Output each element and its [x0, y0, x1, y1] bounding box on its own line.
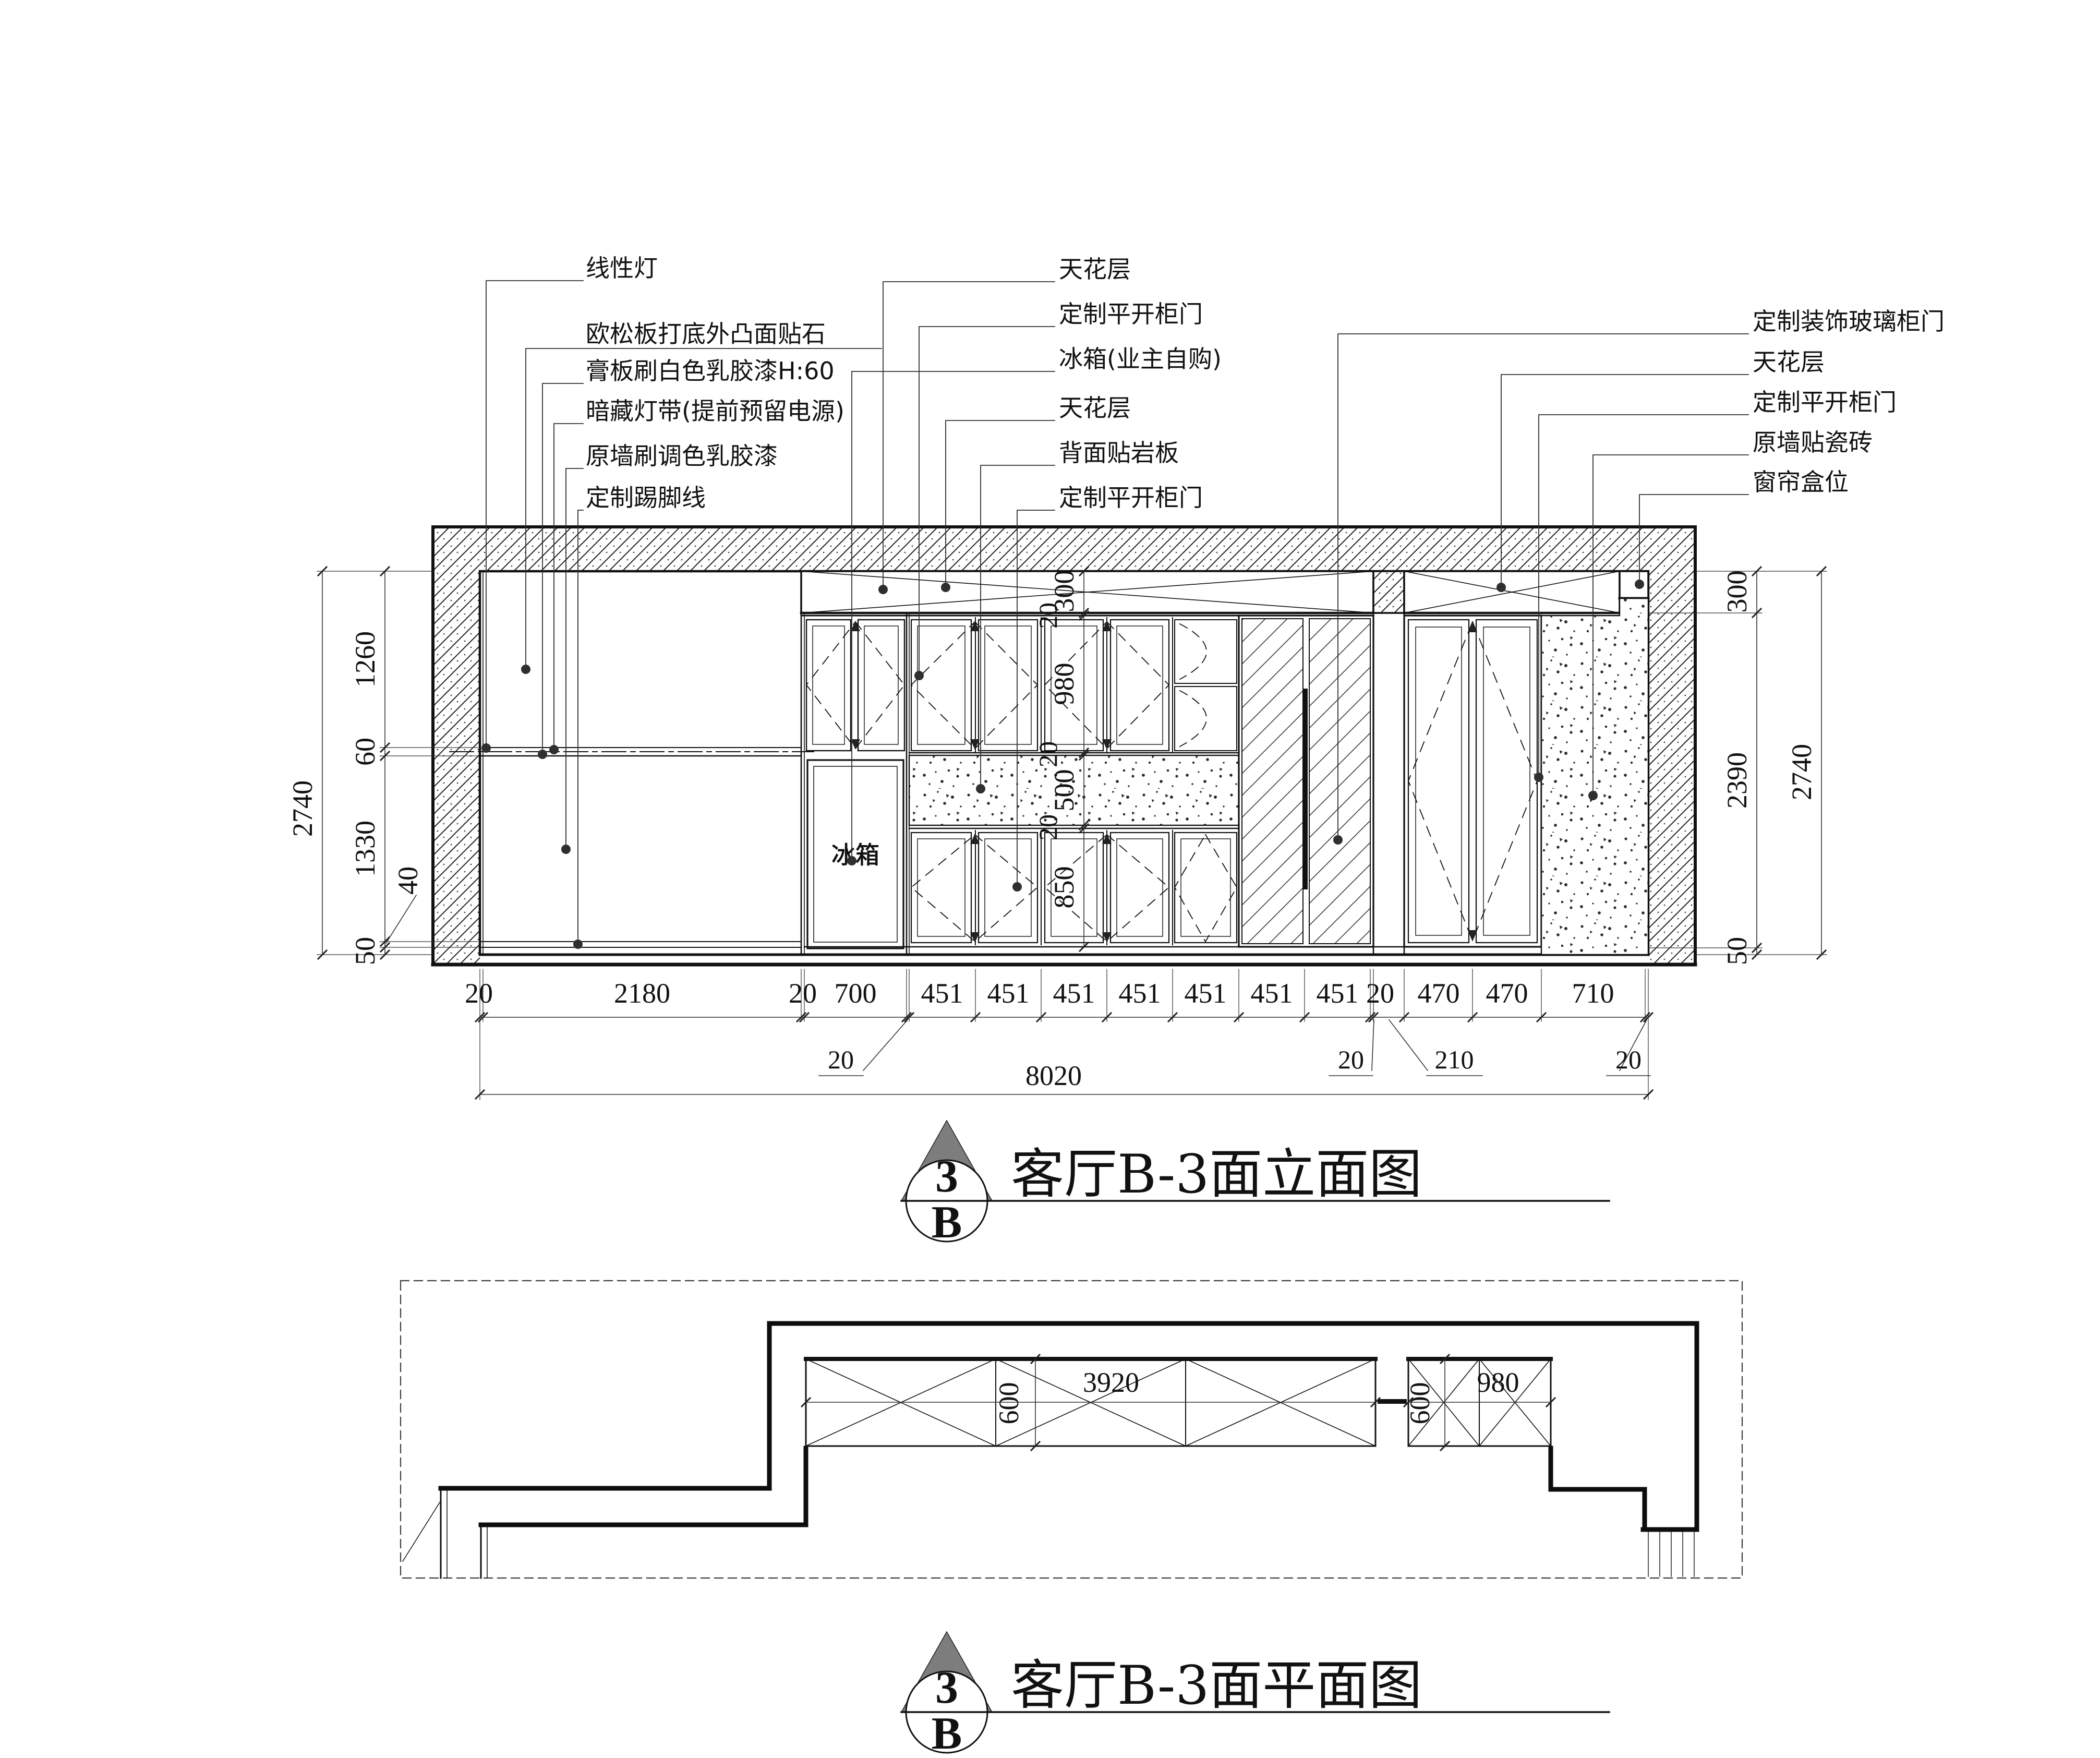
dim-mid-4: 500	[1048, 769, 1080, 812]
dim-bottom-1: 2180	[614, 978, 670, 1009]
label-middle-4: 背面贴岩板	[1059, 439, 1179, 467]
label-left-0: 线性灯	[586, 254, 658, 282]
label-middle-2: 冰箱(业主自购)	[1059, 345, 1222, 373]
dim-leader-3: 20	[1615, 1045, 1642, 1074]
dim-bottom-6: 451	[1053, 978, 1095, 1009]
label-left-2: 膏板刷白色乳胶漆H:60	[586, 357, 835, 385]
elevation-dimension-texts: 20 2180 20 700 451 451 451 451 451 451 4…	[287, 570, 1817, 1092]
elevation-fridge-section: 冰箱	[805, 612, 910, 956]
fridge	[806, 759, 904, 949]
label-left-3: 暗藏灯带(提前预留电源)	[586, 397, 844, 425]
dim-bottom-7: 451	[1119, 978, 1161, 1009]
plan-dashed-border	[400, 1280, 1743, 1579]
dim-bottom-3: 700	[835, 978, 877, 1009]
elevation-soffits	[800, 570, 1650, 615]
elevation-leaders	[481, 280, 1749, 949]
plan-dim-right-width: 980	[1477, 1367, 1519, 1398]
label-middle-3: 天花层	[1059, 394, 1131, 422]
label-middle-5: 定制平开柜门	[1059, 484, 1203, 512]
dim-mid-2: 980	[1048, 663, 1080, 705]
dim-left-4: 50	[349, 937, 381, 965]
dim-bottom-12: 470	[1418, 978, 1460, 1009]
plan-dimension-texts: 600 3920 600 980	[993, 1367, 1519, 1425]
elevation-marker-number: 3	[935, 1151, 958, 1202]
dim-mid-3: 20	[1033, 741, 1063, 767]
dim-bottom-8: 451	[1185, 978, 1227, 1009]
dim-left-3: 40	[392, 866, 424, 895]
plan-wall-pier	[1378, 1399, 1407, 1404]
dim-bottom-9: 451	[1251, 978, 1293, 1009]
dim-leader-2: 210	[1435, 1045, 1474, 1074]
plan-window	[1648, 1531, 1695, 1577]
dim-mid-0: 300	[1048, 570, 1080, 612]
label-left-5: 定制踢脚线	[586, 484, 706, 512]
dim-mid-1: 20	[1033, 603, 1063, 629]
dim-bottom-4: 451	[921, 978, 963, 1009]
plan-marker-number: 3	[935, 1663, 958, 1713]
dim-leader-0: 20	[828, 1045, 854, 1074]
elevation-drawing: 冰箱	[287, 254, 1945, 1248]
label-right-3: 原墙贴瓷砖	[1753, 428, 1873, 456]
elevation-marker-letter: B	[932, 1197, 962, 1248]
elevation-right-cabinet	[1403, 615, 1542, 948]
elevation-annotations: 线性灯 欧松板打底外凸面贴石 膏板刷白色乳胶漆H:60 暗藏灯带(提前预留电源)…	[586, 254, 1945, 512]
label-middle-1: 定制平开柜门	[1059, 300, 1203, 328]
label-right-4: 窗帘盒位	[1753, 468, 1849, 496]
plan-dimensions	[800, 1353, 1556, 1452]
dim-right-1: 2390	[1721, 752, 1753, 809]
elevation-glass-doors	[1238, 615, 1374, 948]
dim-left-2: 1330	[349, 821, 381, 877]
plan-dim-right-depth: 600	[1404, 1382, 1435, 1425]
elevation-stone-backsplash	[908, 752, 1240, 829]
plan-title: 客厅B-3面平面图	[1011, 1655, 1422, 1717]
elevation-title-block: 3 B 客厅B-3面立面图	[900, 1119, 1610, 1248]
dim-left-1: 60	[349, 738, 381, 766]
label-right-2: 定制平开柜门	[1753, 388, 1897, 416]
plan-title-block: 3 B 客厅B-3面平面图	[900, 1631, 1610, 1758]
label-right-0: 定制装饰玻璃柜门	[1753, 307, 1945, 335]
dim-right-0: 300	[1721, 571, 1753, 613]
dim-left-0: 1260	[349, 631, 381, 688]
dim-left-overall: 2740	[287, 780, 318, 837]
label-middle-0: 天花层	[1059, 255, 1131, 283]
fridge-label: 冰箱	[831, 841, 879, 869]
door-handle	[1303, 689, 1308, 889]
elevation-left-wall	[449, 570, 814, 956]
dim-leader-1: 20	[1338, 1045, 1364, 1074]
label-left-4: 原墙刷调色乳胶漆	[586, 442, 778, 470]
dim-bottom-14: 710	[1572, 978, 1614, 1009]
dim-bottom-total: 8020	[1025, 1060, 1082, 1091]
plan-dim-left-width: 3920	[1083, 1367, 1139, 1398]
dim-mid-5: 20	[1033, 814, 1063, 840]
plan-drawing: 600 3920 600 980 3 B 客厅B-3面平面图	[400, 1280, 1743, 1758]
dim-bottom-2: 20	[789, 978, 817, 1009]
leader-dots	[481, 580, 1644, 949]
dim-bottom-5: 451	[987, 978, 1030, 1009]
elevation-title: 客厅B-3面立面图	[1011, 1143, 1422, 1206]
plan-marker-letter: B	[932, 1708, 962, 1758]
label-left-1: 欧松板打底外凸面贴石	[586, 320, 826, 348]
plan-dim-left-depth: 600	[993, 1382, 1024, 1425]
dim-bottom-11: 20	[1366, 978, 1394, 1009]
open-shelf-column	[1174, 619, 1237, 751]
dim-bottom-10: 451	[1317, 978, 1359, 1009]
wall-pier	[1372, 570, 1405, 614]
dim-bottom-0: 20	[465, 978, 493, 1009]
elevation-dimensions	[317, 565, 1827, 1100]
elevation-tile-wall	[1540, 597, 1649, 956]
plan-walls	[402, 1321, 1699, 1579]
dim-right-overall: 2740	[1786, 744, 1817, 800]
dim-right-2: 50	[1721, 937, 1753, 965]
dim-mid-6: 850	[1048, 866, 1080, 909]
dim-bottom-13: 470	[1486, 978, 1528, 1009]
label-right-1: 天花层	[1753, 348, 1825, 376]
